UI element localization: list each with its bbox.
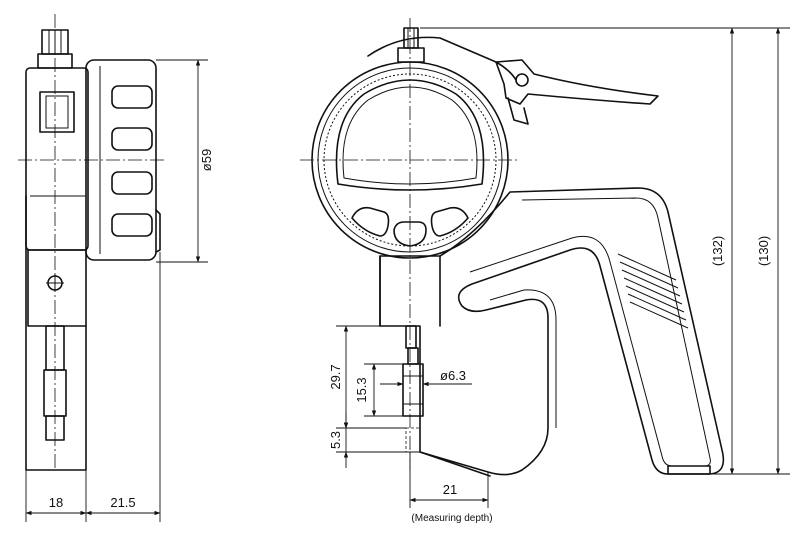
dim-spindle-length: 15.3 xyxy=(354,377,369,402)
dial-button-center xyxy=(393,221,427,247)
dim-throat-depth-caption: (Measuring depth) xyxy=(411,513,492,524)
dial-button-left xyxy=(351,206,390,237)
handle-body xyxy=(379,187,725,476)
dim-offset: 21.5 xyxy=(110,495,135,510)
dim-throat-depth: 21 xyxy=(443,482,457,497)
side-frame xyxy=(25,195,87,471)
side-body xyxy=(25,67,89,251)
side-lifter xyxy=(155,209,161,253)
spindle-body xyxy=(402,363,424,417)
dial-button-right xyxy=(430,206,469,237)
side-view: ø59 18 21.5 xyxy=(18,14,214,522)
lifting-lever xyxy=(367,36,517,81)
dial-display xyxy=(335,79,485,191)
front-view: (132) (130) 29.7 15.3 ø6.3 5.3 21 (Measu… xyxy=(300,18,790,524)
dim-dial-diameter: ø59 xyxy=(199,149,214,171)
dim-thickness: 18 xyxy=(49,495,63,510)
side-lower-housing xyxy=(27,249,87,327)
spindle-tip xyxy=(407,347,419,365)
dim-height-outer: (130) xyxy=(756,236,771,266)
dim-height-inner: (132) xyxy=(710,236,725,266)
dim-spindle-diameter: ø6.3 xyxy=(440,368,466,383)
dim-anvil-gap: 5.3 xyxy=(328,431,343,449)
grip-ribs xyxy=(617,253,689,329)
anvil-hidden xyxy=(405,427,421,453)
side-window xyxy=(39,91,75,133)
dim-jaw-height: 29.7 xyxy=(328,364,343,389)
